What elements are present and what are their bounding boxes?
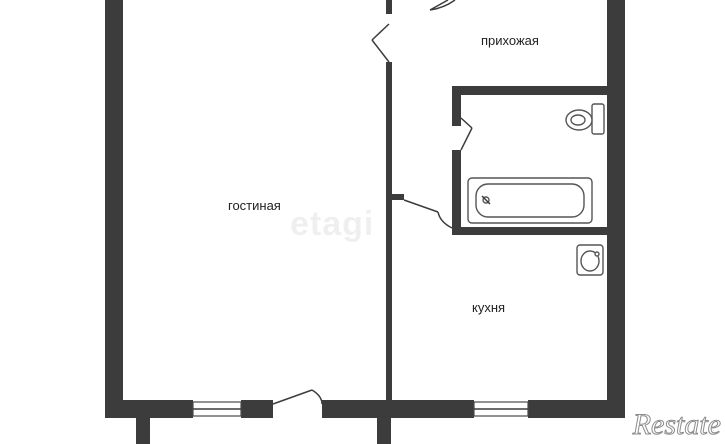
wall-bath-bottom <box>452 227 625 235</box>
wall-bottom-right <box>322 400 474 418</box>
door-kitchen <box>403 199 453 229</box>
room-label-hallway: прихожая <box>481 33 539 48</box>
bathtub-icon <box>467 177 593 224</box>
wall-bottom-far-right <box>528 400 625 418</box>
toilet-icon <box>565 103 605 135</box>
door-bathroom <box>460 117 473 151</box>
window-kitchen <box>473 401 529 417</box>
wall-left-outer <box>105 0 123 418</box>
balcony-wall-mid <box>377 418 391 444</box>
balcony-door <box>272 389 323 405</box>
watermark: etagi <box>290 205 375 243</box>
window-living-room <box>192 401 242 417</box>
wall-center <box>386 62 392 402</box>
wall-center-upper <box>386 0 392 14</box>
wall-bath-left-lower <box>452 150 461 234</box>
wall-center-notch <box>392 194 404 200</box>
door-top <box>429 0 456 11</box>
wall-bath-top <box>452 86 625 95</box>
wall-bottom-mid <box>241 400 273 418</box>
sink-icon <box>576 244 604 276</box>
balcony-wall-left <box>136 418 150 444</box>
wall-bottom-left <box>105 400 193 418</box>
wall-right-outer <box>607 0 625 418</box>
room-label-living-room: гостиная <box>228 198 281 213</box>
room-label-kitchen: кухня <box>472 300 506 315</box>
brand-logo: Restate <box>632 408 721 442</box>
wall-bath-left <box>452 86 461 126</box>
door-hallway-living <box>371 23 390 63</box>
